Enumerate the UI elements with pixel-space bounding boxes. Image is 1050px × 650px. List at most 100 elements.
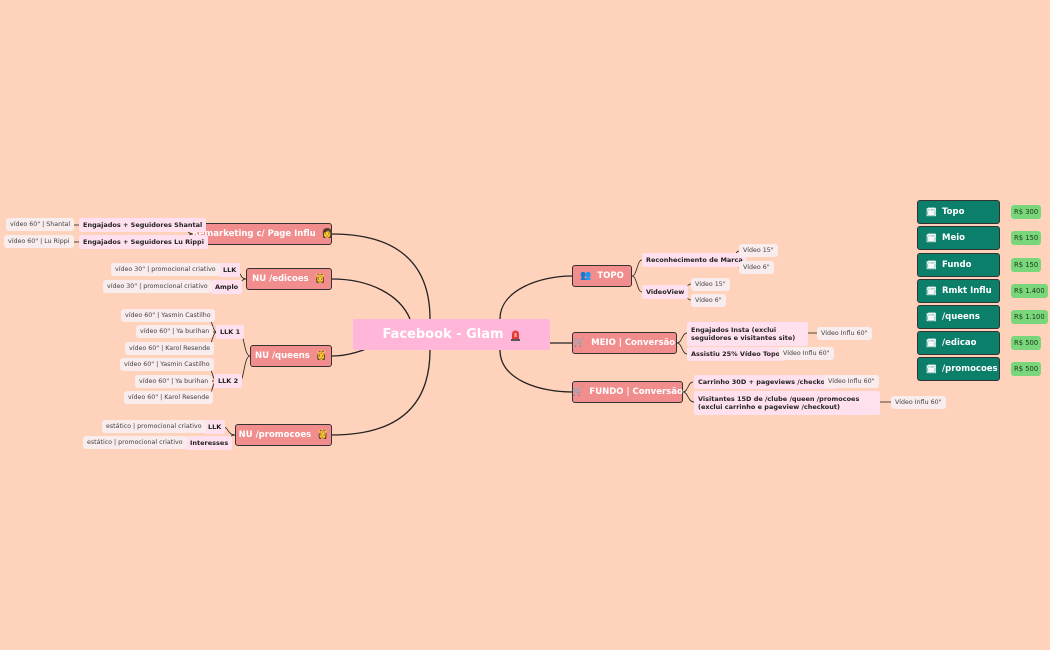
- leaf-label: Vídeo 6": [743, 264, 770, 271]
- cart-icon: 🛒: [572, 387, 584, 397]
- leaf-video-influ-60[interactable]: Vídeo Influ 60": [817, 327, 872, 340]
- legend-topo[interactable]: 🗓Topo: [917, 200, 1000, 224]
- people-icon: 👥: [580, 271, 592, 281]
- sub-label: Assistiu 25% Vídeo Topo: [691, 350, 781, 358]
- legend-label: Rmkt Influ: [942, 286, 992, 296]
- sub-llk[interactable]: LLK: [219, 263, 241, 277]
- calendar-icon: 🗓: [926, 287, 937, 297]
- leaf-video-30-llk[interactable]: vídeo 30" | promocional criativo: [111, 263, 220, 276]
- leaf-estatico-interesses[interactable]: estático | promocional criativo: [83, 436, 187, 449]
- leaf-video-shantal[interactable]: vídeo 60" | Shantal: [6, 218, 75, 231]
- leaf-video-6-vv[interactable]: Vídeo 6": [691, 294, 726, 307]
- leaf-label: Vídeo Influ 60": [821, 330, 868, 337]
- legend-promocoes[interactable]: 🗓/promocoes: [917, 357, 1000, 381]
- branch-promocoes-label: NU /promocoes: [238, 430, 312, 440]
- siren-icon: [510, 330, 520, 341]
- leaf-yaburihan-2[interactable]: vídeo 60" | Ya burihan: [135, 375, 213, 388]
- leaf-label: vídeo 60" | Karol Resende: [128, 394, 210, 401]
- legend-rmkt-influ[interactable]: 🗓 Rmkt Influ: [917, 279, 1000, 303]
- branch-edicoes-label: NU /edicoes: [252, 274, 309, 284]
- sub-label: LLK: [223, 266, 237, 274]
- branch-edicoes[interactable]: NU /edicoes 👸: [246, 268, 332, 290]
- legend-label: /queens: [942, 312, 980, 322]
- price-label: R$ 300: [1014, 208, 1039, 216]
- price-label: R$ 500: [1014, 339, 1039, 347]
- leaf-video-lurippi[interactable]: vídeo 60" | Lu Rippi: [4, 235, 74, 248]
- leaf-video-6-rm[interactable]: Vídeo 6": [739, 261, 774, 274]
- leaf-label: Vídeo Influ 60": [828, 378, 875, 385]
- leaf-yasmin-1[interactable]: vídeo 60" | Yasmin Castilho: [121, 309, 215, 322]
- leaf-yaburihan-1[interactable]: vídeo 60" | Ya burihan: [136, 325, 214, 338]
- leaf-video-15-vv[interactable]: Vídeo 15": [691, 278, 730, 291]
- leaf-estatico-llk[interactable]: estático | promocional criativo: [102, 420, 206, 433]
- branch-remarketing[interactable]: Remarketing c/ Page Influ 👩: [192, 223, 333, 245]
- sub-label: LLK: [208, 423, 222, 431]
- leaf-yasmin-2[interactable]: vídeo 60" | Yasmin Castilho: [120, 358, 214, 371]
- leaf-video-30-amplo[interactable]: vídeo 30" | promocional criativo: [103, 280, 212, 293]
- leaf-video-influ-60[interactable]: Vídeo Influ 60": [891, 396, 946, 409]
- leaf-label: vídeo 30" | promocional criativo: [107, 283, 208, 290]
- legend-edicao[interactable]: 🗓 /edicao: [917, 331, 1000, 355]
- price-fundo: R$ 150: [1011, 258, 1042, 272]
- price-edicao: R$ 500: [1011, 336, 1042, 350]
- cart-icon: 🛒: [573, 338, 586, 348]
- central-topic[interactable]: Facebook - Glam: [353, 319, 550, 350]
- branch-fundo[interactable]: 🛒 FUNDO | Conversão: [572, 381, 683, 403]
- branch-meio[interactable]: 🛒 MEIO | Conversão: [572, 332, 677, 354]
- sub-carrinho-30d[interactable]: Carrinho 30D + pageviews /checkout: [694, 375, 837, 389]
- leaf-label: Vídeo 15": [743, 247, 774, 254]
- branch-fundo-label: FUNDO | Conversão: [589, 387, 683, 397]
- sub-engajados-insta[interactable]: Engajados Insta (exclui seguidores e vis…: [687, 322, 808, 346]
- price-label: R$ 500: [1014, 365, 1039, 373]
- branch-meio-label: MEIO | Conversão: [591, 338, 676, 348]
- legend-queens[interactable]: 🗓/queens: [917, 305, 1000, 329]
- legend-label: /promocoes: [942, 364, 998, 374]
- price-topo: R$ 300: [1011, 205, 1042, 219]
- sub-engajados-shantal[interactable]: Engajados + Seguidores Shantal: [79, 218, 207, 232]
- price-label: R$ 150: [1014, 261, 1039, 269]
- sub-reconhecimento-marca[interactable]: Reconhecimento de Marca: [642, 253, 747, 267]
- leaf-karol-1[interactable]: vídeo 60" | Karol Resende: [125, 342, 215, 355]
- price-rmkt-influ: R$ 1.400: [1011, 284, 1048, 298]
- sub-engajados-lurippi[interactable]: Engajados + Seguidores Lu Rippi: [79, 235, 208, 249]
- person-icon: 👸: [315, 351, 328, 361]
- price-promocoes: R$ 500: [1011, 362, 1042, 376]
- sub-llk-2[interactable]: LLK 2: [214, 374, 243, 388]
- sub-assistiu-25[interactable]: Assistiu 25% Vídeo Topo: [687, 347, 785, 361]
- calendar-icon: 🗓: [926, 339, 937, 349]
- legend-meio[interactable]: 🗓 Meio: [917, 226, 1000, 250]
- leaf-label: estático | promocional criativo: [87, 439, 183, 446]
- sub-llk[interactable]: LLK: [204, 420, 226, 434]
- sub-label: VideoView: [646, 288, 685, 296]
- sub-label: Engajados Insta (exclui seguidores e vis…: [691, 326, 796, 342]
- branch-queens[interactable]: NU /queens 👸: [250, 345, 332, 367]
- sub-amplo[interactable]: Amplo: [211, 280, 243, 294]
- legend-fundo[interactable]: 🗓Fundo: [917, 253, 1000, 277]
- sub-interesses[interactable]: Interesses: [186, 436, 233, 450]
- sub-visitantes-15d[interactable]: Visitantes 15D de /clube /queen /promoco…: [694, 391, 880, 415]
- sub-label: Engajados + Seguidores Shantal: [83, 221, 203, 229]
- branch-queens-label: NU /queens: [254, 351, 310, 361]
- leaf-video-influ-60[interactable]: Vídeo Influ 60": [779, 347, 834, 360]
- price-label: R$ 1.100: [1014, 313, 1045, 321]
- leaf-label: Vídeo Influ 60": [895, 399, 942, 406]
- calendar-icon: 🗓: [926, 261, 937, 271]
- leaf-label: Vídeo 6": [695, 297, 722, 304]
- person-icon: 👩: [321, 229, 333, 239]
- sub-label: Reconhecimento de Marca: [646, 256, 743, 264]
- legend-label: Meio: [942, 233, 965, 243]
- leaf-karol-2[interactable]: vídeo 60" | Karol Resende: [124, 391, 214, 404]
- legend-label: /edicao: [942, 338, 977, 348]
- sub-label: Amplo: [215, 283, 239, 291]
- branch-promocoes[interactable]: NU /promocoes 👸: [235, 424, 332, 446]
- calendar-icon: 🗓: [926, 234, 937, 244]
- leaf-label: vídeo 60" | Karol Resende: [129, 345, 211, 352]
- sub-videoview[interactable]: VideoView: [642, 285, 689, 299]
- calendar-icon: 🗓: [926, 208, 937, 218]
- leaf-video-influ-60[interactable]: Vídeo Influ 60": [824, 375, 879, 388]
- central-topic-label: Facebook - Glam: [382, 327, 504, 342]
- leaf-video-15-rm[interactable]: Vídeo 15": [739, 244, 778, 257]
- leaf-label: vídeo 60" | Yasmin Castilho: [124, 361, 210, 368]
- sub-llk-1[interactable]: LLK 1: [216, 325, 245, 339]
- branch-topo[interactable]: 👥 TOPO: [572, 265, 632, 287]
